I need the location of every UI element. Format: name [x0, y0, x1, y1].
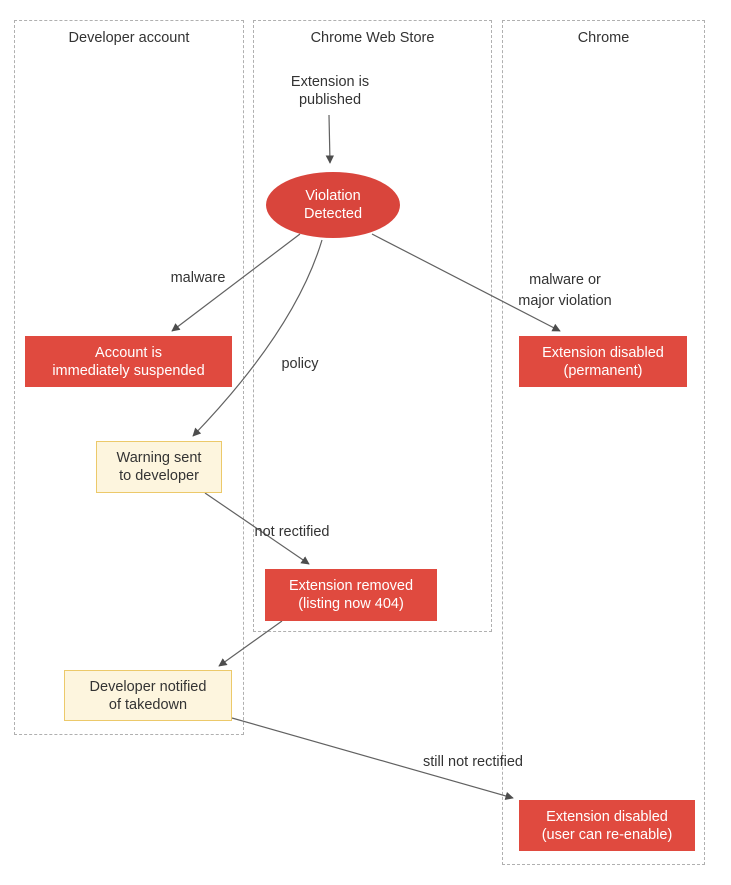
- lane-title-chrome: Chrome: [577, 30, 630, 46]
- node-extension-disabled-permanent[interactable]: Extension disabled (permanent): [519, 336, 687, 387]
- node-account-suspended[interactable]: Account is immediately suspended: [25, 336, 232, 387]
- node-extension-removed[interactable]: Extension removed (listing now 404): [265, 569, 437, 621]
- edge-label-still-not-rectified: still not rectified: [423, 754, 523, 770]
- node-label: Violation Detected: [303, 188, 363, 222]
- node-warning-sent[interactable]: Warning sent to developer: [96, 441, 222, 493]
- node-developer-notified[interactable]: Developer notified of takedown: [64, 670, 232, 721]
- edge-label-not-rectified: not rectified: [254, 524, 330, 540]
- node-label: Extension disabled (user can re-enable): [541, 808, 673, 843]
- node-label: Account is immediately suspended: [52, 344, 205, 379]
- lane-title-chrome-web-store: Chrome Web Store: [310, 30, 435, 46]
- lane-chrome: [502, 20, 705, 865]
- node-violation-detected[interactable]: Violation Detected: [266, 172, 400, 238]
- node-label: Warning sent to developer: [116, 450, 202, 484]
- node-extension-published: Extension is published: [260, 68, 400, 114]
- node-extension-disabled-reenable[interactable]: Extension disabled (user can re-enable): [519, 800, 695, 851]
- node-label: Extension removed (listing now 404): [288, 578, 414, 612]
- node-label: Developer notified of takedown: [89, 678, 207, 713]
- edge-label-malware: malware: [170, 270, 226, 286]
- lane-title-developer-account: Developer account: [68, 30, 190, 46]
- edge-label-malware-or-major-violation: malware or major violation: [518, 272, 612, 309]
- edge-label-policy: policy: [281, 356, 319, 372]
- node-label: Extension is published: [290, 74, 370, 108]
- node-label: Extension disabled (permanent): [542, 344, 664, 379]
